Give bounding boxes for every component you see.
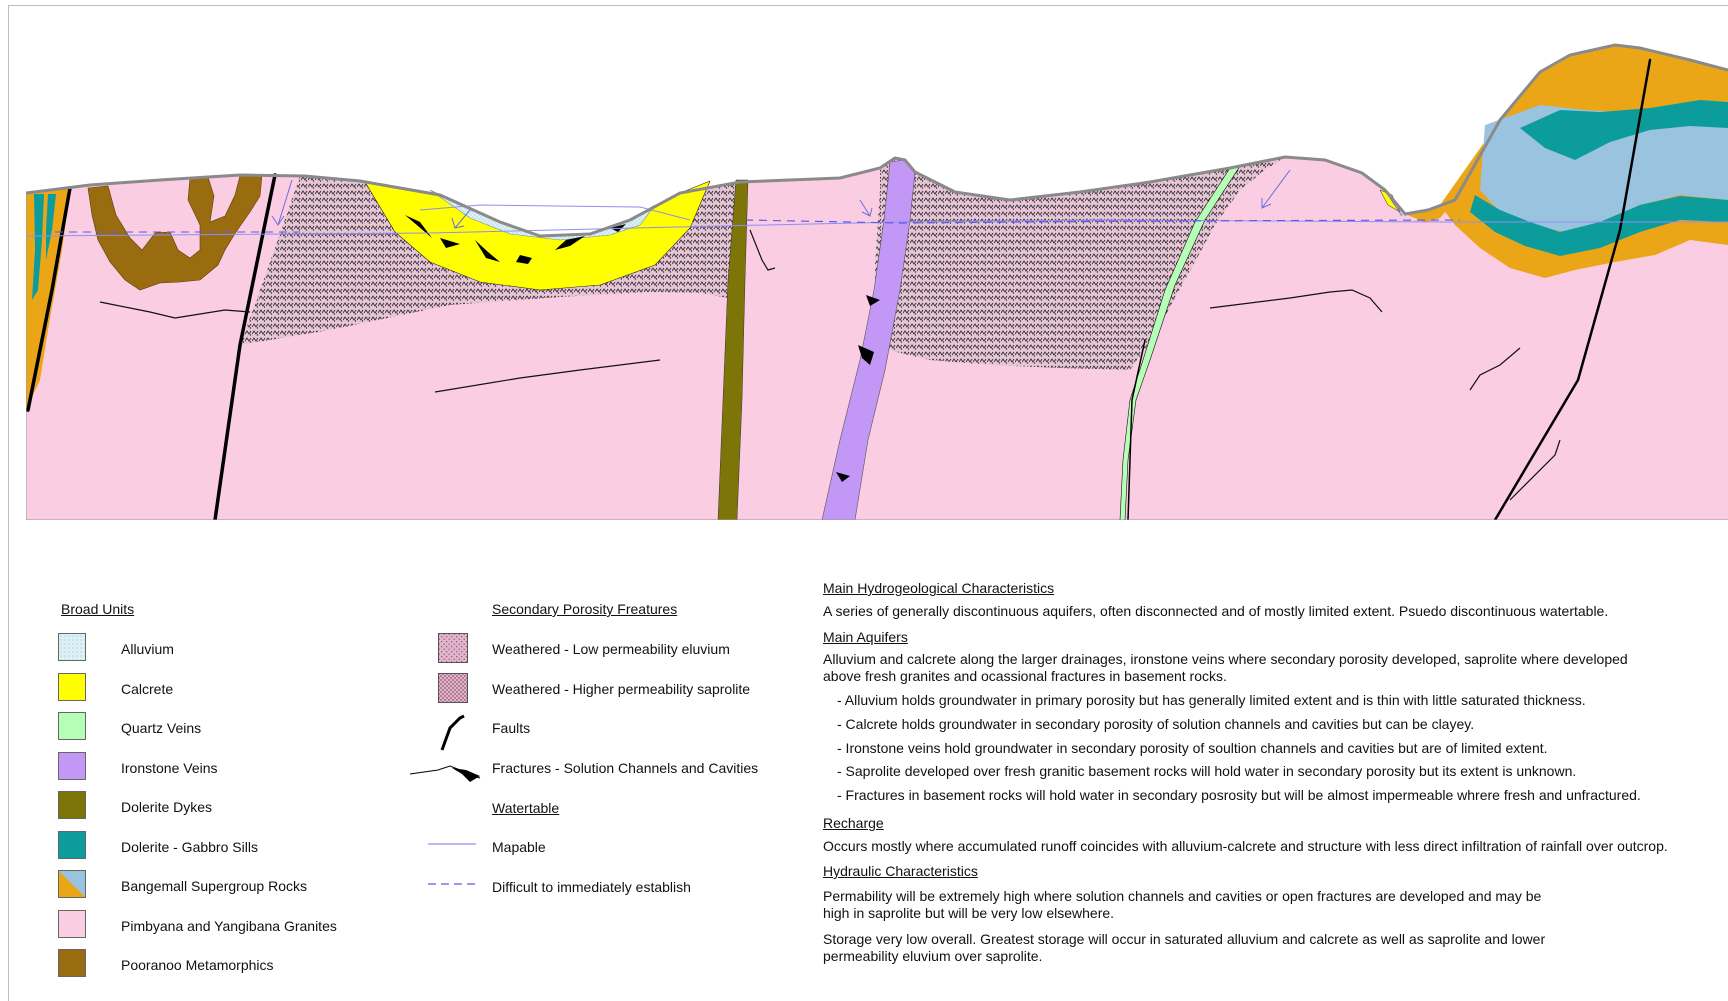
- legend-label-saprolite: Weathered - Higher permeability saprolit…: [492, 681, 750, 697]
- aquifer-bullet: - Fractures in basement rocks will hold …: [837, 787, 1641, 803]
- eluvium-swatch-icon: [438, 633, 468, 663]
- legend-label: Calcrete: [121, 681, 173, 697]
- aquifer-bullet: - Alluvium holds groundwater in primary …: [837, 692, 1586, 708]
- main-hydro-title: Main Hydrogeological Characteristics: [823, 580, 1054, 596]
- dashed-line-icon: [428, 881, 478, 887]
- legend-label: Pimbyana and Yangibana Granites: [121, 918, 337, 934]
- main-aquifers-text-2: above fresh granites and ocassional frac…: [823, 668, 1227, 684]
- solid-line-icon: [428, 841, 478, 847]
- legend-label: Alluvium: [121, 641, 174, 657]
- legend-label-difficult: Difficult to immediately establish: [492, 879, 691, 895]
- fracture-icon: [408, 756, 482, 786]
- legend-label-eluvium: Weathered - Low permeability eluvium: [492, 641, 730, 657]
- legend-label-fractures: Fractures - Solution Channels and Caviti…: [492, 760, 758, 776]
- legend-swatch: [58, 673, 86, 701]
- legend-swatch: [58, 712, 86, 740]
- legend-swatch: [58, 831, 86, 859]
- main-hydro-text: A series of generally discontinuous aqui…: [823, 603, 1608, 619]
- aquifer-bullet: - Saprolite developed over fresh graniti…: [837, 763, 1576, 779]
- legend-label: Ironstone Veins: [121, 760, 218, 776]
- watertable-title: Watertable: [492, 800, 559, 816]
- hydraulic-text-2b: permeability eluvium over saprolite.: [823, 948, 1042, 964]
- main-aquifers-title: Main Aquifers: [823, 629, 908, 645]
- aquifer-bullet: - Ironstone veins hold groundwater in se…: [837, 740, 1548, 756]
- fault-icon: [438, 710, 468, 752]
- legend-swatch: [58, 870, 86, 898]
- recharge-title: Recharge: [823, 815, 884, 831]
- legend-swatch: [58, 752, 86, 780]
- legend-label: Dolerite Dykes: [121, 799, 212, 815]
- legend-label-faults: Faults: [492, 720, 530, 736]
- legend-label: Quartz Veins: [121, 720, 201, 736]
- hydraulic-title: Hydraulic Characteristics: [823, 863, 978, 879]
- legend-label-mapable: Mapable: [492, 839, 546, 855]
- legend-label: Bangemall Supergroup Rocks: [121, 878, 307, 894]
- broad-units-title: Broad Units: [61, 601, 134, 617]
- recharge-text: Occurs mostly where accumulated runoff c…: [823, 838, 1668, 854]
- legend-label: Pooranoo Metamorphics: [121, 957, 274, 973]
- hydraulic-text-2a: Storage very low overall. Greatest stora…: [823, 931, 1545, 947]
- legend-swatch: [58, 791, 86, 819]
- secondary-porosity-title: Secondary Porosity Freatures: [492, 601, 677, 617]
- main-aquifers-text-1: Alluvium and calcrete along the larger d…: [823, 651, 1628, 667]
- hydraulic-text-1b: high in saprolite but will be very low e…: [823, 905, 1114, 921]
- aquifer-bullet: - Calcrete holds groundwater in secondar…: [837, 716, 1474, 732]
- hydraulic-text-1a: Permability will be extremely high where…: [823, 888, 1541, 904]
- saprolite-swatch-icon: [438, 673, 468, 703]
- legend-label: Dolerite - Gabbro Sills: [121, 839, 258, 855]
- legend-swatch: [58, 910, 86, 938]
- legend-swatch: [58, 949, 86, 977]
- geological-cross-section: [0, 0, 1728, 530]
- legend-swatch: [58, 633, 86, 661]
